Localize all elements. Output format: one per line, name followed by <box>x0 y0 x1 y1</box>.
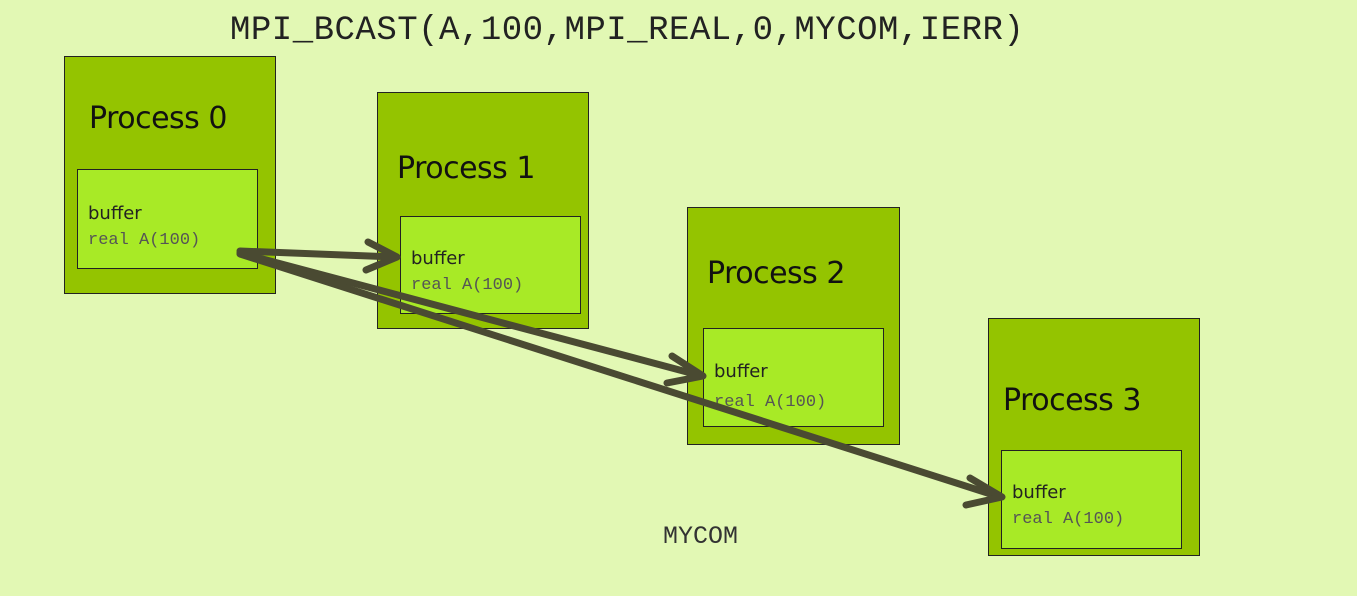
process-3-buffer-var: real A(100) <box>1012 510 1125 529</box>
process-0-buffer: buffer real A(100) <box>77 169 258 269</box>
communicator-label: MYCOM <box>663 522 739 551</box>
process-2-label: Process 2 <box>707 256 845 291</box>
process-0-label: Process 0 <box>89 101 227 136</box>
process-3-label: Process 3 <box>1003 383 1141 418</box>
process-0-box: Process 0 buffer real A(100) <box>64 56 276 294</box>
process-3-box: Process 3 buffer real A(100) <box>988 318 1200 556</box>
process-1-buffer: buffer real A(100) <box>400 216 581 314</box>
process-2-buffer-label: buffer <box>714 361 768 382</box>
process-2-buffer-var: real A(100) <box>714 393 827 412</box>
process-1-label: Process 1 <box>397 151 535 186</box>
process-1-buffer-label: buffer <box>411 248 465 269</box>
process-2-buffer: buffer real A(100) <box>703 328 884 427</box>
process-1-box: Process 1 buffer real A(100) <box>377 92 589 329</box>
process-3-buffer: buffer real A(100) <box>1001 450 1182 549</box>
broadcast-call-title: MPI_BCAST(A,100,MPI_REAL,0,MYCOM,IERR) <box>230 12 1025 50</box>
process-1-buffer-var: real A(100) <box>411 276 524 295</box>
process-3-buffer-label: buffer <box>1012 482 1066 503</box>
process-0-buffer-label: buffer <box>88 203 142 224</box>
process-2-box: Process 2 buffer real A(100) <box>687 207 900 445</box>
process-0-buffer-var: real A(100) <box>88 231 201 250</box>
